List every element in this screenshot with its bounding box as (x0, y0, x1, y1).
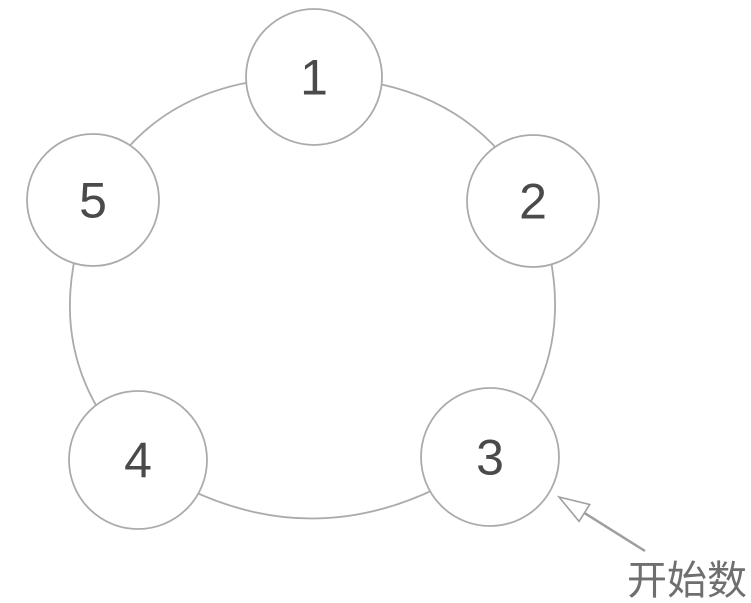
node-2: 2 (466, 134, 600, 268)
node-number-1: 1 (300, 50, 328, 106)
arrow-head-icon (556, 495, 591, 523)
node-circle-1 (245, 8, 383, 146)
node-5: 5 (26, 133, 160, 267)
node-circle-4 (68, 390, 208, 530)
node-circle-2 (466, 134, 600, 268)
node-number-2: 2 (519, 174, 547, 230)
node-number-4: 4 (124, 433, 152, 489)
node-3: 3 (420, 387, 560, 527)
node-4: 4 (68, 390, 208, 530)
nodes-layer: 1 2 3 4 5 (26, 8, 600, 530)
node-1: 1 (245, 8, 383, 146)
node-number-3: 3 (476, 430, 504, 486)
node-circle-3 (420, 387, 560, 527)
arrow-shaft-line (583, 511, 646, 553)
node-number-5: 5 (79, 173, 107, 229)
node-circle-5 (26, 133, 160, 267)
annotation-arrow (556, 495, 646, 553)
annotation-label: 开始数 (627, 559, 747, 603)
